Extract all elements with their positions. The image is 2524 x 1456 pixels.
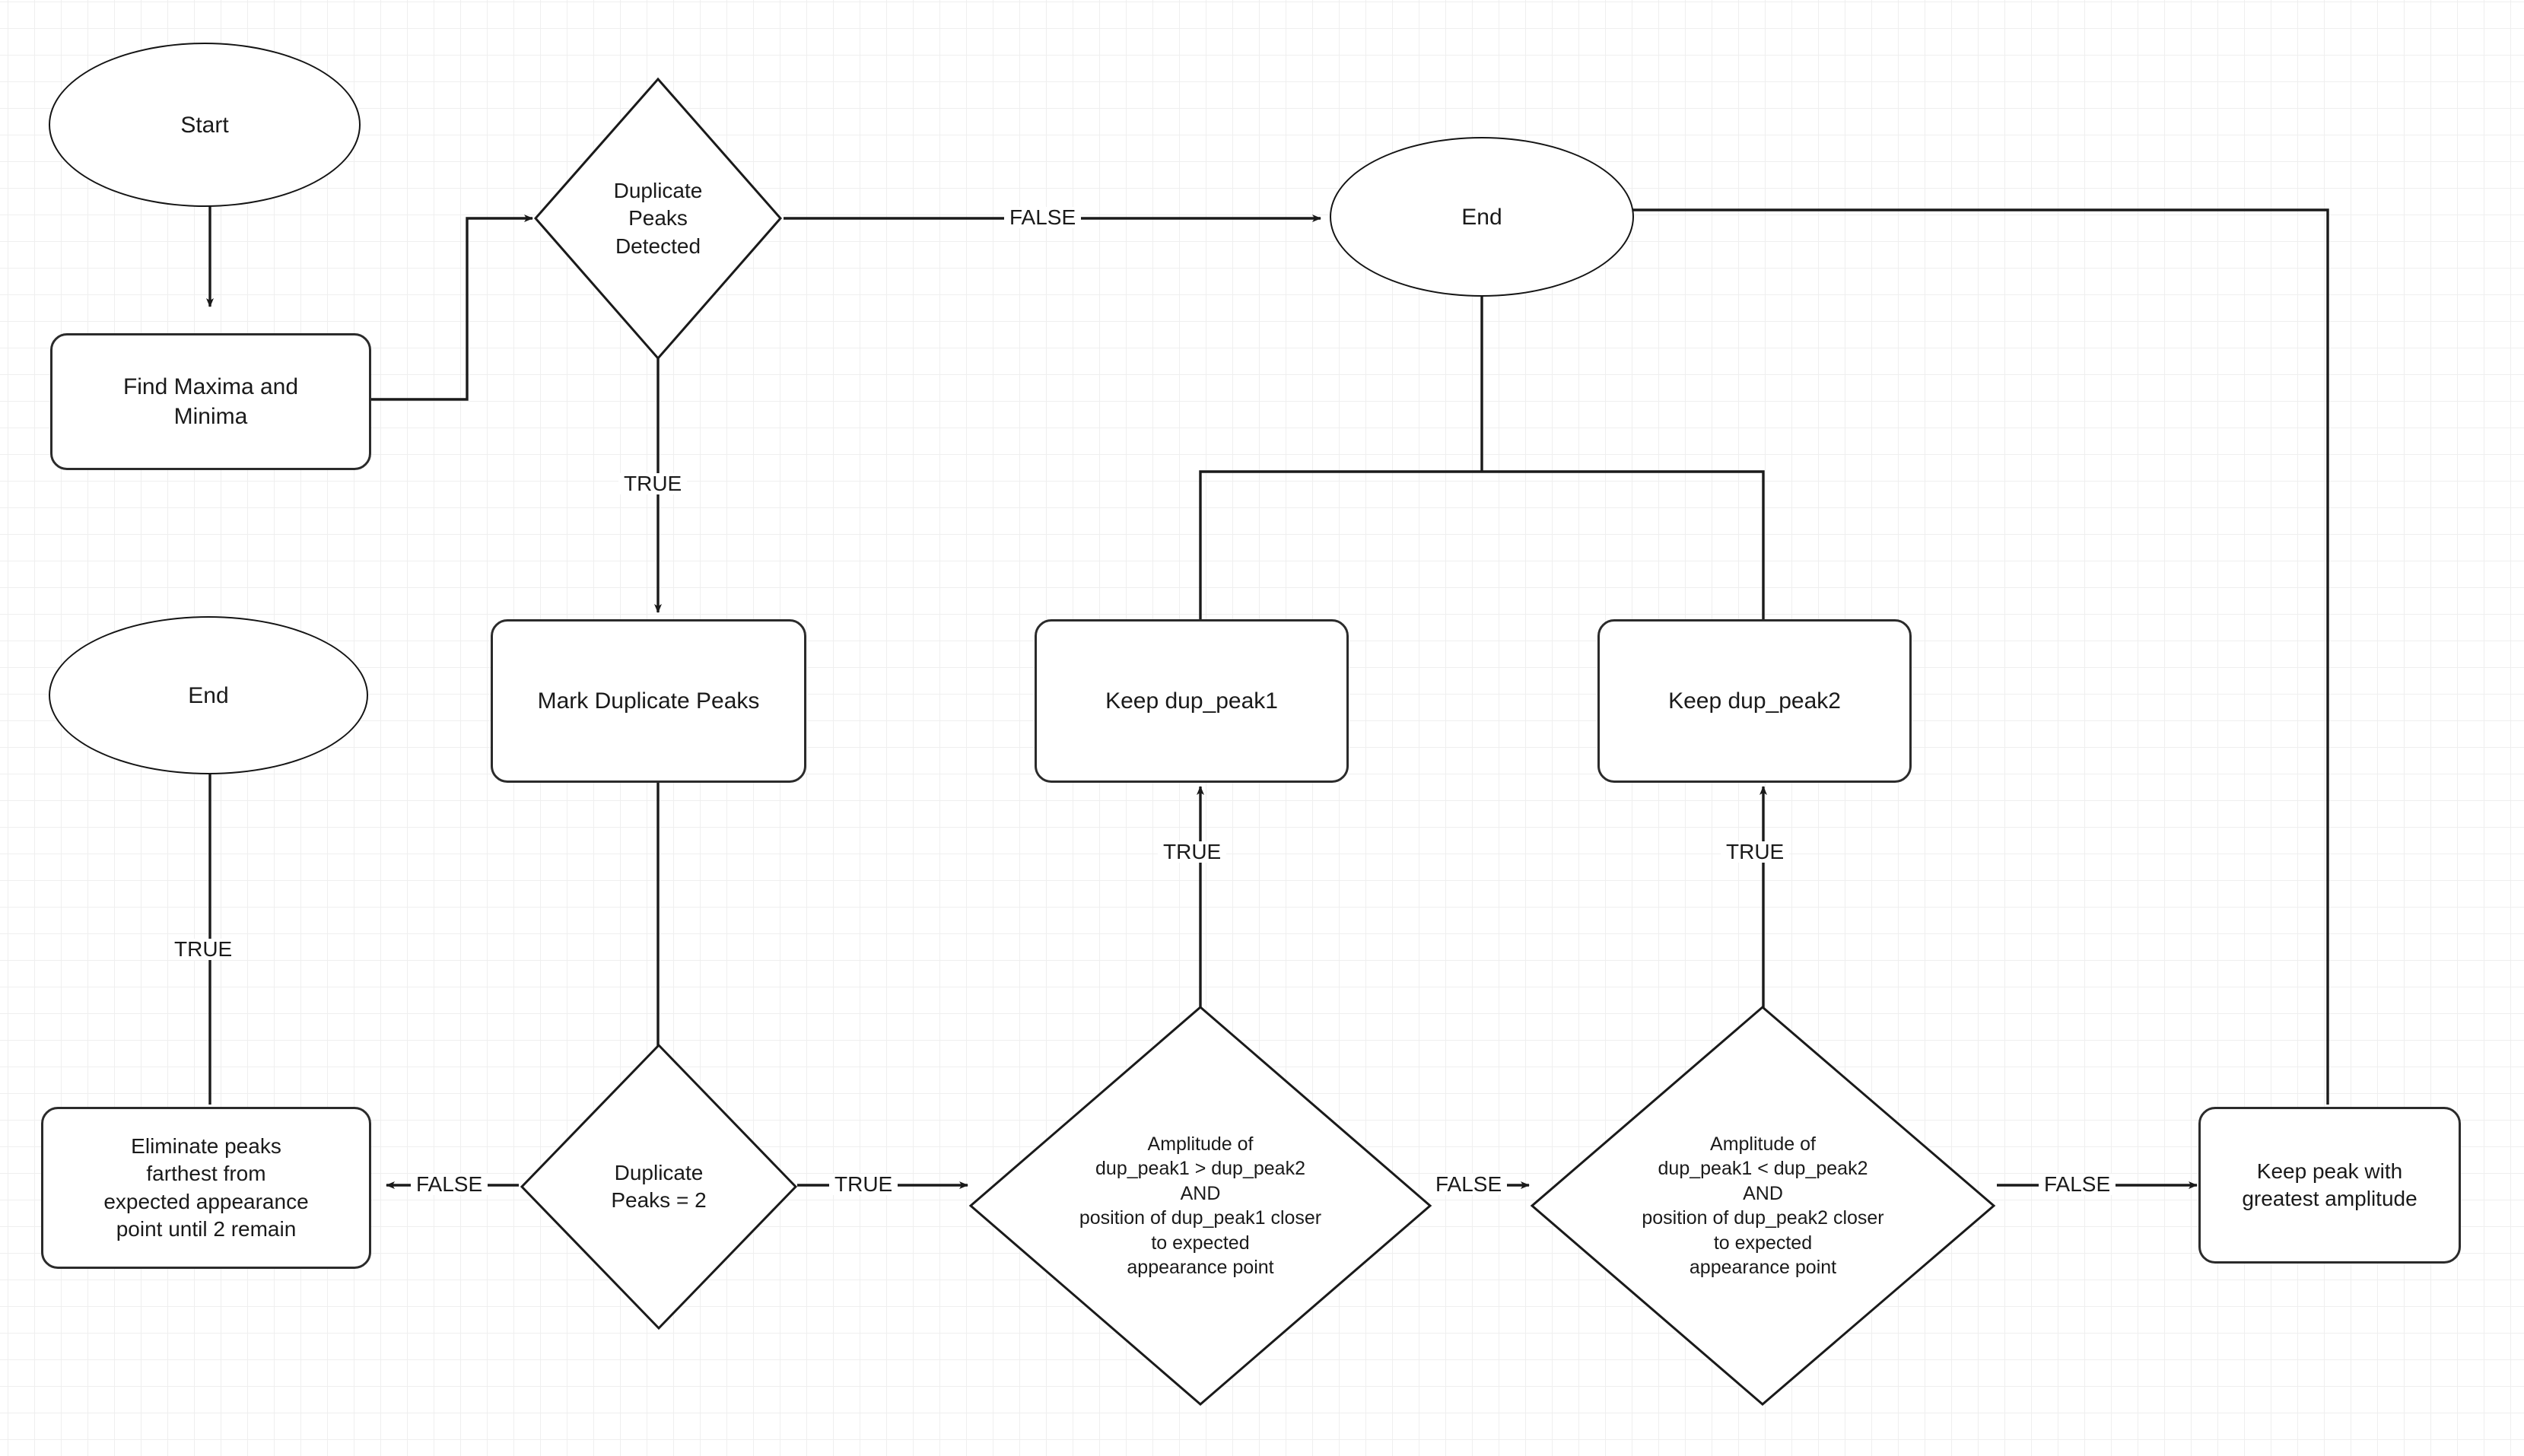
node-keep-dup-peak2[interactable]: Keep dup_peak2 — [1597, 619, 1912, 783]
node-cmp2-line5: to expected — [1713, 1232, 1813, 1254]
node-keep-greatest-amplitude[interactable]: Keep peak with greatest amplitude — [2198, 1107, 2461, 1264]
edge-label-dupeq2-false: FALSE — [411, 1174, 488, 1195]
edge-label-dupdetect-false: FALSE — [1004, 207, 1082, 228]
edge-label-eliminate-true: TRUE — [169, 939, 238, 960]
edge-label-cmp2-true: TRUE — [1721, 841, 1790, 863]
node-start-label: Start — [180, 112, 229, 138]
node-keepmax-line1: Keep peak with — [2256, 1159, 2403, 1183]
node-start[interactable]: Start — [49, 43, 361, 207]
diamond-shape-dupdetect — [534, 77, 782, 361]
node-cmp1-line3: AND — [1180, 1182, 1221, 1204]
edge-label-cmp1-true: TRUE — [1158, 841, 1227, 863]
node-cmp2-line4: position of dup_peak2 closer — [1642, 1207, 1884, 1229]
node-keep1-label: Keep dup_peak1 — [1105, 688, 1278, 714]
node-end-left-label: End — [188, 682, 229, 708]
node-cmp2-line2: dup_peak1 < dup_peak2 — [1658, 1158, 1868, 1179]
node-cmp1-line4: position of dup_peak1 closer — [1079, 1207, 1322, 1229]
node-dupdetect-line2: Peaks — [628, 206, 688, 230]
edge-label-dupdetect-true: TRUE — [618, 473, 688, 494]
node-dupeq2-line2: Peaks = 2 — [611, 1188, 707, 1212]
node-dupdetect-line3: Detected — [615, 234, 701, 258]
node-end-top-label: End — [1461, 204, 1502, 230]
node-end-left[interactable]: End — [49, 616, 368, 774]
node-cmp2-line3: AND — [1743, 1182, 1783, 1204]
node-eliminate-peaks[interactable]: Eliminate peaks farthest from expected a… — [41, 1107, 371, 1269]
node-cmp1-line2: dup_peak1 > dup_peak2 — [1095, 1158, 1305, 1179]
node-dupeq2-line1: Duplicate — [614, 1160, 704, 1184]
node-end-top[interactable]: End — [1330, 137, 1634, 297]
node-mark-duplicate-peaks[interactable]: Mark Duplicate Peaks — [491, 619, 806, 783]
edge-label-cmp2-false: FALSE — [2039, 1174, 2116, 1195]
node-cmp2-line6: appearance point — [1689, 1257, 1837, 1278]
node-find-maxima-minima[interactable]: Find Maxima and Minima — [50, 333, 371, 470]
diamond-shape-dupeq2 — [520, 1043, 798, 1330]
diamond-shape-cmp2 — [1530, 1006, 1996, 1406]
node-keep2-label: Keep dup_peak2 — [1668, 688, 1841, 714]
node-duplicate-peaks-detected[interactable]: Duplicate Peaks Detected — [532, 76, 784, 361]
node-find-line2: Minima — [173, 404, 248, 429]
node-dupdetect-line1: Duplicate — [613, 178, 703, 202]
node-mark-label: Mark Duplicate Peaks — [537, 688, 760, 714]
node-compare-peak2-greater[interactable]: Amplitude of dup_peak1 < dup_peak2 AND p… — [1529, 1004, 1997, 1407]
edge-keepmax-to-endtop — [1594, 206, 2329, 1105]
node-cmp2-line1: Amplitude of — [1710, 1133, 1816, 1155]
node-cmp1-line1: Amplitude of — [1147, 1133, 1254, 1155]
node-eliminate-line3: expected appearance — [103, 1189, 309, 1213]
node-eliminate-line2: farthest from — [146, 1162, 266, 1186]
diamond-shape-cmp1 — [968, 1006, 1432, 1406]
node-keepmax-line2: greatest amplitude — [2242, 1187, 2418, 1210]
node-compare-peak1-greater[interactable]: Amplitude of dup_peak1 > dup_peak2 AND p… — [968, 1004, 1433, 1407]
node-eliminate-line4: point until 2 remain — [116, 1216, 297, 1241]
node-cmp1-line5: to expected — [1151, 1232, 1250, 1254]
node-cmp1-line6: appearance point — [1127, 1257, 1274, 1278]
node-eliminate-line1: Eliminate peaks — [131, 1133, 281, 1158]
edge-label-dupeq2-true: TRUE — [829, 1174, 898, 1195]
node-duplicate-peaks-equals-2[interactable]: Duplicate Peaks = 2 — [519, 1042, 799, 1331]
node-find-line1: Find Maxima and — [122, 374, 299, 399]
edge-label-cmp1-false: FALSE — [1430, 1174, 1508, 1195]
node-keep-dup-peak1[interactable]: Keep dup_peak1 — [1035, 619, 1349, 783]
